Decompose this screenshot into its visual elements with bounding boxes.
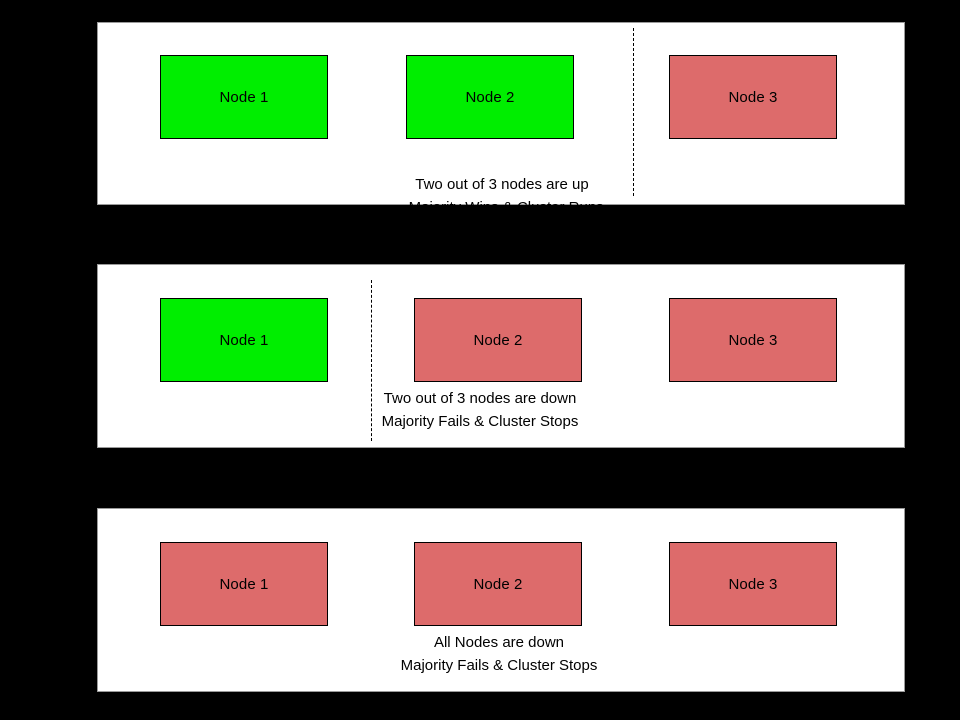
node-box-2-2[interactable]: Node 2 [414, 298, 582, 382]
node-label: Node 1 [219, 88, 269, 106]
caption-line-1: Two out of 3 nodes are down [383, 390, 577, 407]
caption-line-2: , Majority Wins & Cluster Runs [400, 199, 604, 216]
node-label: Node 3 [728, 88, 778, 106]
node-box-3-1[interactable]: Node 1 [160, 542, 328, 626]
scenario-panel-1: Node 1 Node 2 Node 3 Two out of 3 nodes … [97, 22, 905, 216]
node-box-2-3[interactable]: Node 3 [669, 298, 837, 382]
node-label: Node 2 [465, 88, 515, 106]
node-label: Node 3 [728, 575, 778, 593]
node-label: Node 3 [728, 331, 778, 349]
node-box-1-2[interactable]: Node 2 [406, 55, 574, 139]
node-label: Node 2 [473, 331, 523, 349]
caption-line-2: Majority Fails & Cluster Stops [400, 657, 598, 674]
panel-1-caption: Two out of 3 nodes are up , Majority Win… [302, 173, 702, 219]
network-partition-line [371, 280, 372, 441]
node-label: Node 1 [219, 575, 269, 593]
network-partition-line [633, 28, 634, 196]
scenario-panel-2: Node 1 Node 2 Node 3 Two out of 3 nodes … [97, 264, 905, 448]
scenario-panel-3: Node 1 Node 2 Node 3 All Nodes are down … [97, 508, 905, 692]
caption-line-2: Majority Fails & Cluster Stops [381, 413, 579, 430]
caption-line-1: Two out of 3 nodes are up [415, 176, 589, 193]
node-box-1-3[interactable]: Node 3 [669, 55, 837, 139]
node-label: Node 2 [473, 575, 523, 593]
node-box-2-1[interactable]: Node 1 [160, 298, 328, 382]
node-box-3-2[interactable]: Node 2 [414, 542, 582, 626]
panel-3-caption: All Nodes are down Majority Fails & Clus… [299, 631, 699, 677]
node-box-3-3[interactable]: Node 3 [669, 542, 837, 626]
node-box-1-1[interactable]: Node 1 [160, 55, 328, 139]
node-label: Node 1 [219, 331, 269, 349]
caption-line-1: All Nodes are down [433, 634, 565, 651]
panel-2-caption: Two out of 3 nodes are down Majority Fai… [280, 387, 680, 433]
